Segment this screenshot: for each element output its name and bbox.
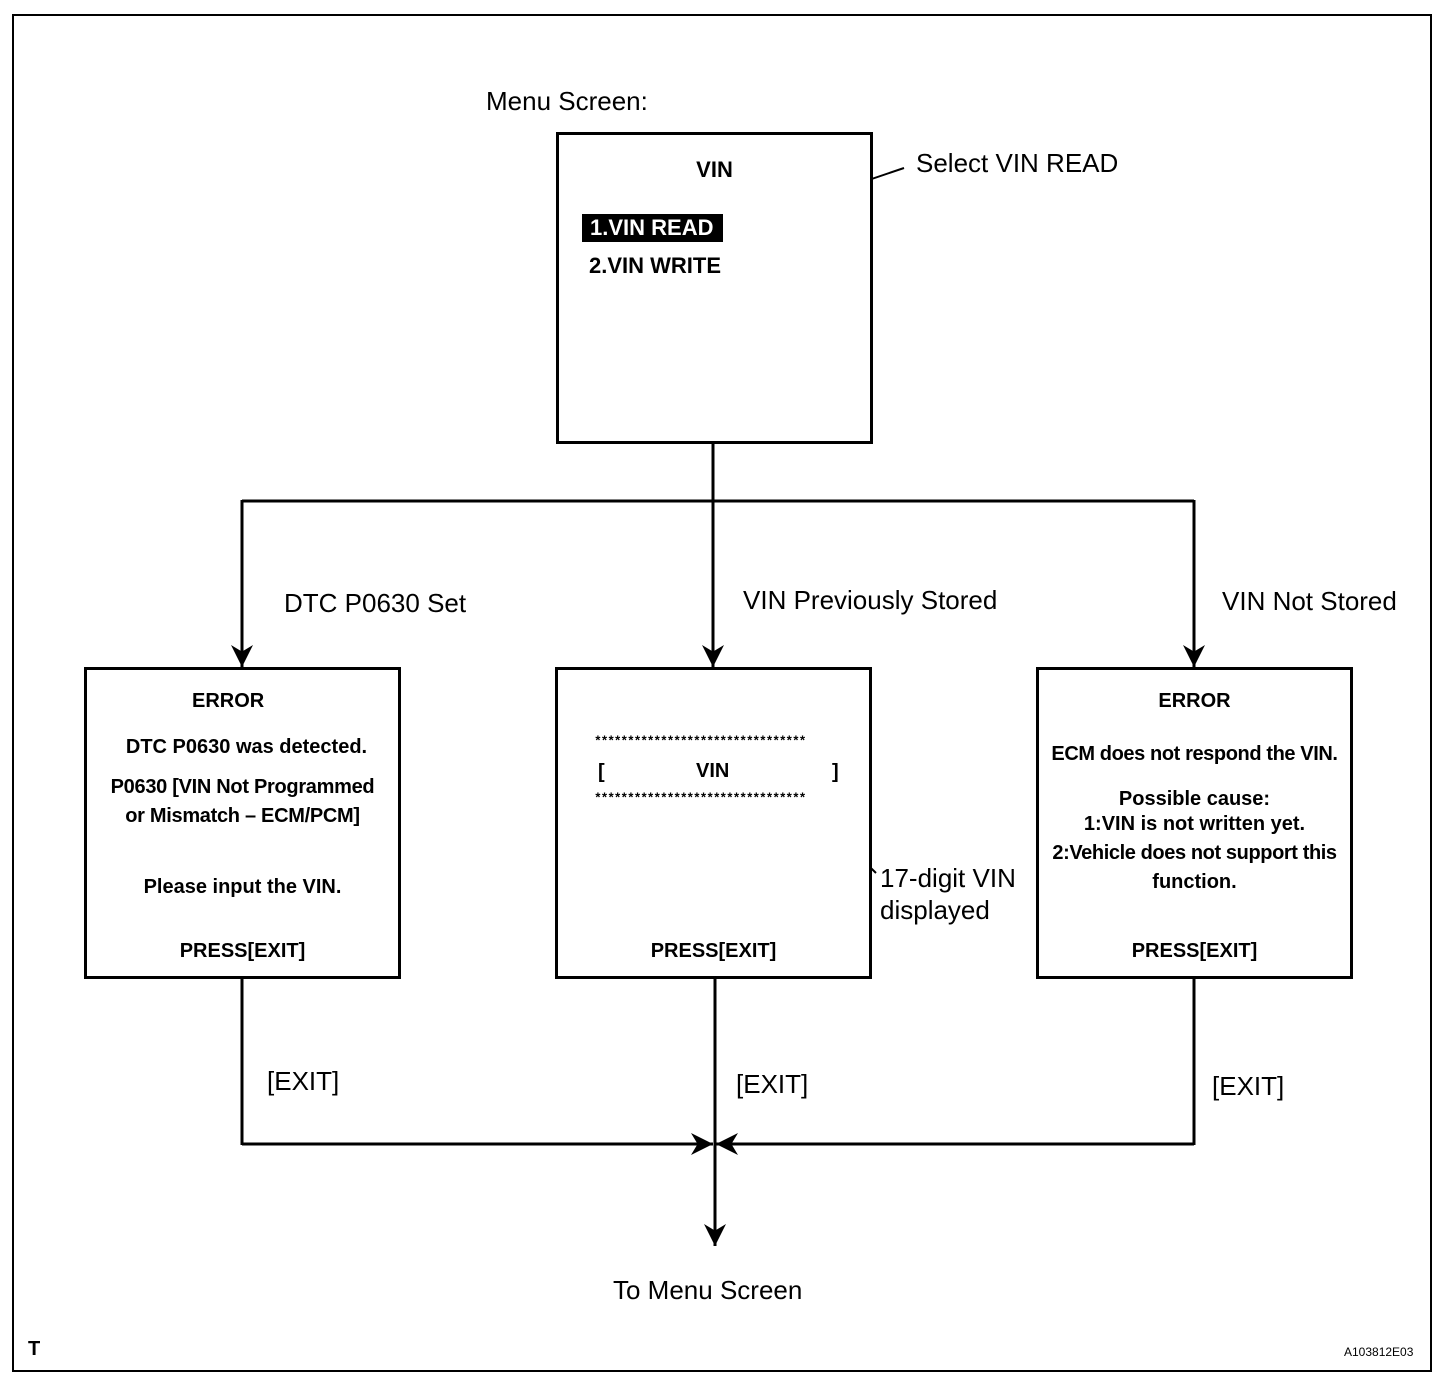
error-line-vin-not-written: 1:VIN is not written yet. [1083,813,1306,835]
error-line-function: function. [1152,871,1237,893]
vin-value-field: VIN [696,760,730,782]
error-line-not-supported: 2:Vehicle does not support this [1052,842,1337,864]
callout-vin-displayed-line2: displayed [880,895,990,925]
vin-display-screen: ******************************** [ VIN ]… [555,667,872,979]
stars-top: ******************************** [594,734,806,749]
destination-to-menu-screen: To Menu Screen [613,1275,803,1305]
figure-frame [12,14,1432,1372]
press-exit-text: PRESS[EXIT] [1131,940,1258,962]
branch-label-dtc-set: DTC P0630 Set [284,588,467,618]
bracket-open: [ [598,761,605,783]
bracket-close: ] [832,761,839,783]
error-title: ERROR [192,690,265,712]
exit-label-middle: [EXIT] [736,1069,809,1099]
exit-label-right: [EXIT] [1212,1071,1285,1101]
callout-vin-displayed: 17-digit VIN displayed [880,862,1016,926]
menu-item-vin-write[interactable]: 2.VIN WRITE [589,253,722,278]
corner-mark: T [28,1338,41,1360]
menu-screen: VIN 1.VIN READ 2.VIN WRITE [556,132,873,444]
press-exit-text: PRESS[EXIT] [179,940,306,962]
menu-item-vin-read-label: 1.VIN READ [582,214,724,242]
error-line-ecm-no-response: ECM does not respond the VIN. [1051,743,1338,765]
figure-id: A103812E03 [1344,1345,1414,1359]
menu-screen-title: VIN [696,157,733,182]
error-screen-dtc: ERROR DTC P0630 was detected. P0630 [VIN… [84,667,401,979]
branch-label-vin-stored: VIN Previously Stored [743,585,998,615]
error-line-vin-not-programmed: P0630 [VIN Not Programmed [110,776,375,798]
error-line-mismatch: or Mismatch – ECM/PCM] [125,805,360,827]
error-line-dtc-detected: DTC P0630 was detected. [125,736,368,758]
exit-label-left: [EXIT] [267,1066,340,1096]
error-title: ERROR [1158,690,1231,712]
error-line-possible-cause: Possible cause: [1118,788,1271,810]
menu-caption: Menu Screen: [486,86,648,116]
stars-bottom: ******************************** [594,791,806,806]
menu-item-vin-read[interactable]: 1.VIN READ [582,214,724,242]
error-line-input-vin: Please input the VIN. [143,876,342,898]
press-exit-text: PRESS[EXIT] [650,940,777,962]
branch-label-vin-not-stored: VIN Not Stored [1222,586,1397,616]
callout-vin-displayed-line1: 17-digit VIN [880,863,1016,893]
callout-select-vin-read: Select VIN READ [916,148,1119,178]
error-screen-no-response: ERROR ECM does not respond the VIN. Poss… [1036,667,1353,979]
